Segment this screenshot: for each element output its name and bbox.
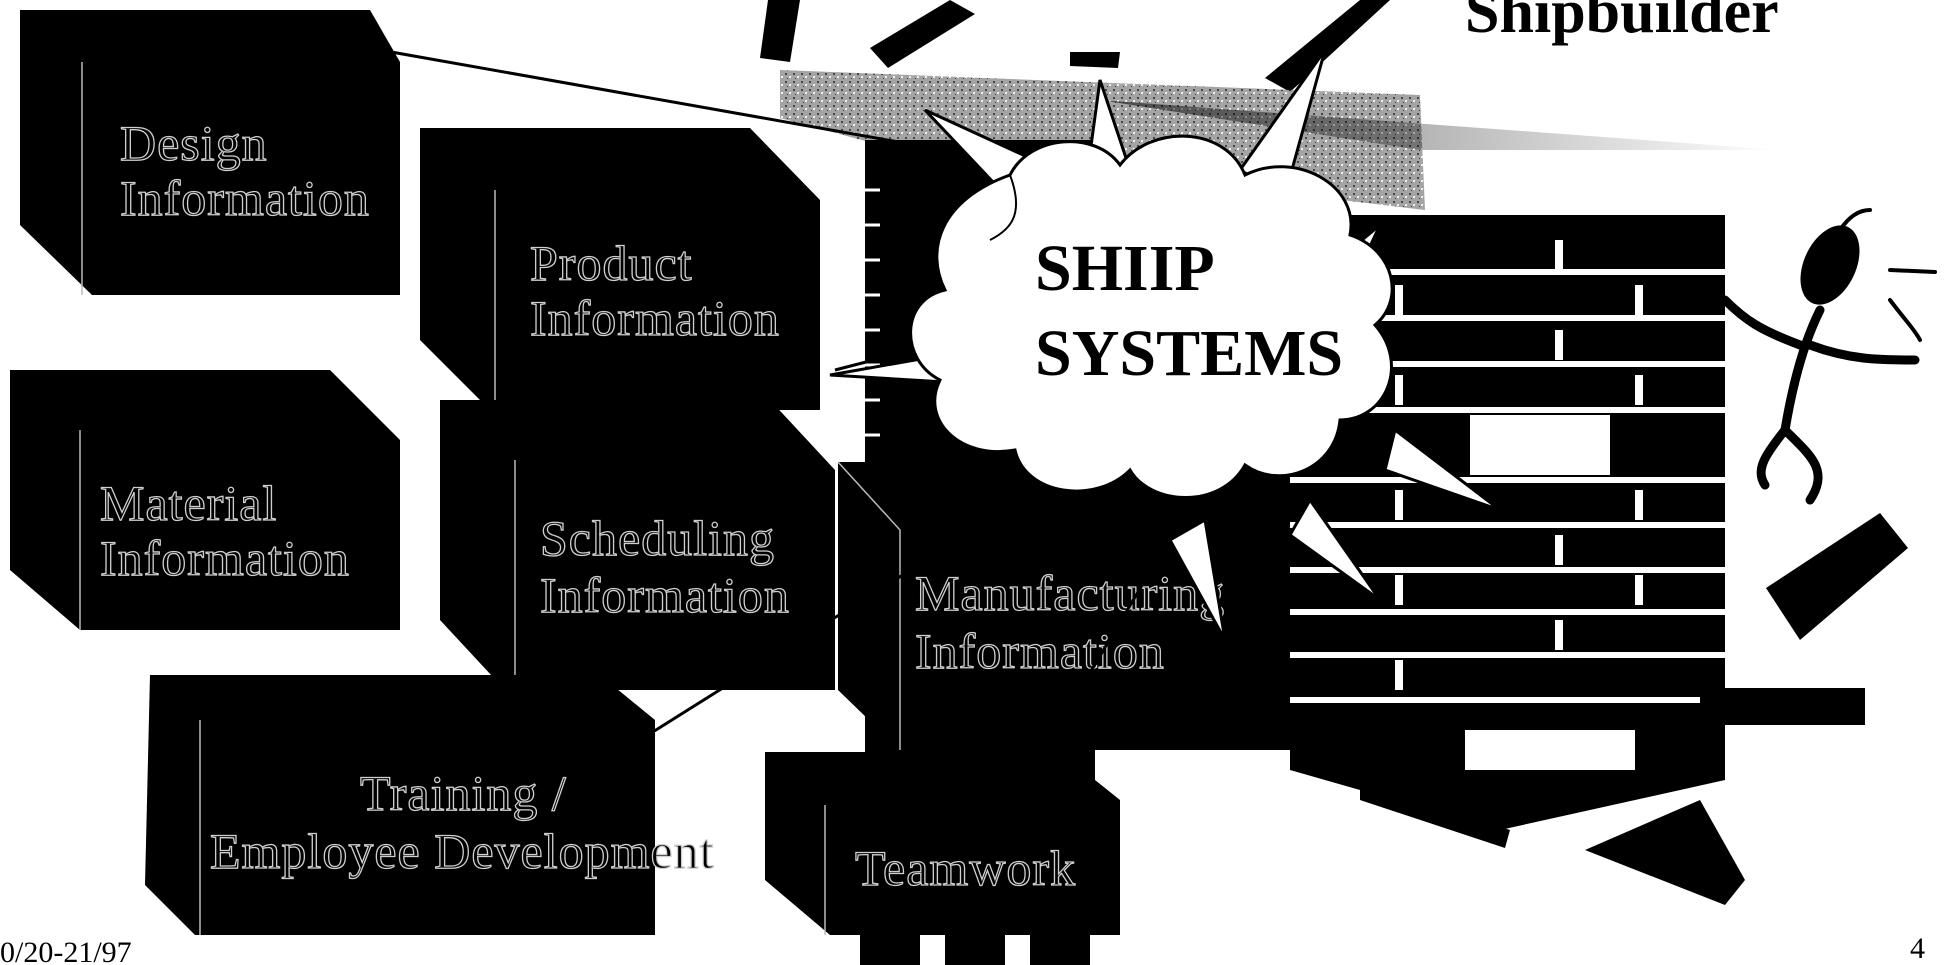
scheduling-info-line2: Information <box>540 567 790 623</box>
product-info-line2: Information <box>530 290 780 346</box>
training-employee-development-box: Training / Employee Development <box>145 675 715 935</box>
material-information-box: Material Information <box>10 370 400 630</box>
teamwork-box: Teamwork <box>765 752 1120 965</box>
ship-systems-cloud: SHIIP SYSTEMS <box>909 134 1394 499</box>
footer-page-number: 4 <box>1910 932 1925 965</box>
manufacturing-info-line1: Manufacturing <box>915 565 1225 621</box>
manufacturing-info-line2: Information <box>915 623 1165 679</box>
debris-bars <box>760 0 1908 905</box>
brick-wall <box>1290 215 1865 848</box>
cloud-line1: SHIIP <box>1035 232 1215 305</box>
footer-date: 0/20-21/97 <box>0 936 132 965</box>
manufacturing-information-box: Manufacturing Information <box>837 461 1290 750</box>
scheduling-information-box: Scheduling Information <box>440 400 835 690</box>
slide-title: Shipbuilder <box>1465 0 1779 46</box>
teamwork-label: Teamwork <box>855 840 1076 896</box>
running-figure <box>1720 208 1937 505</box>
design-information-box: Design Information <box>20 10 400 295</box>
product-information-box: Product Information <box>420 128 820 410</box>
training-line2: Employee Development <box>210 823 715 879</box>
scheduling-info-line1: Scheduling <box>540 510 775 566</box>
material-info-line1: Material <box>100 475 277 531</box>
cloud-line2: SYSTEMS <box>1035 317 1343 390</box>
training-line1: Training / <box>360 765 567 821</box>
design-info-line2: Information <box>120 170 370 226</box>
product-info-line1: Product <box>530 235 693 291</box>
design-info-line1: Design <box>120 115 268 171</box>
material-info-line2: Information <box>100 530 350 586</box>
